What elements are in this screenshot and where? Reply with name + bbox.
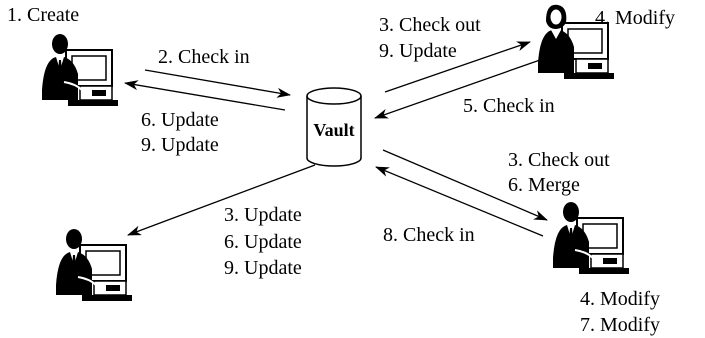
- label-update-9-left: 9. Update: [141, 134, 219, 156]
- label-create: 1. Create: [7, 4, 79, 26]
- label-modify-7-bottom: 7. Modify: [580, 314, 660, 336]
- vault-label: Vault: [313, 120, 354, 140]
- user-bottom-right-icon: [552, 201, 630, 275]
- label-update-9-top: 9. Update: [379, 40, 457, 62]
- check-in-arrow-top: [374, 59, 541, 119]
- label-update-6-left: 6. Update: [141, 109, 219, 131]
- user-top-left-icon: [41, 33, 119, 107]
- update-arrow-bottom: [127, 164, 316, 236]
- label-check-in-8: 8. Check in: [383, 224, 475, 246]
- check-in-arrow-left: [144, 69, 291, 98]
- label-check-out-3-top: 3. Check out: [379, 14, 481, 36]
- label-update-3-bottom: 3. Update: [224, 204, 302, 226]
- label-update-6-bottom: 6. Update: [224, 231, 302, 253]
- label-modify-4-bottom: 4. Modify: [580, 288, 660, 310]
- label-check-out-3-right: 3. Check out: [508, 149, 610, 171]
- check-out-arrow-right: [382, 149, 548, 221]
- label-check-in-5: 5. Check in: [463, 95, 555, 117]
- label-modify-4-top: 4. Modify: [595, 7, 675, 29]
- check-out-arrow-top: [384, 41, 531, 93]
- label-check-in-2: 2. Check in: [158, 46, 250, 68]
- update-arrow-left: [124, 80, 286, 111]
- label-merge-6: 6. Merge: [508, 174, 580, 196]
- vault-cylinder: [306, 87, 362, 167]
- label-update-9-bottom: 9. Update: [224, 257, 302, 279]
- check-in-arrow-right: [375, 166, 544, 237]
- user-bottom-left-icon: [55, 228, 133, 302]
